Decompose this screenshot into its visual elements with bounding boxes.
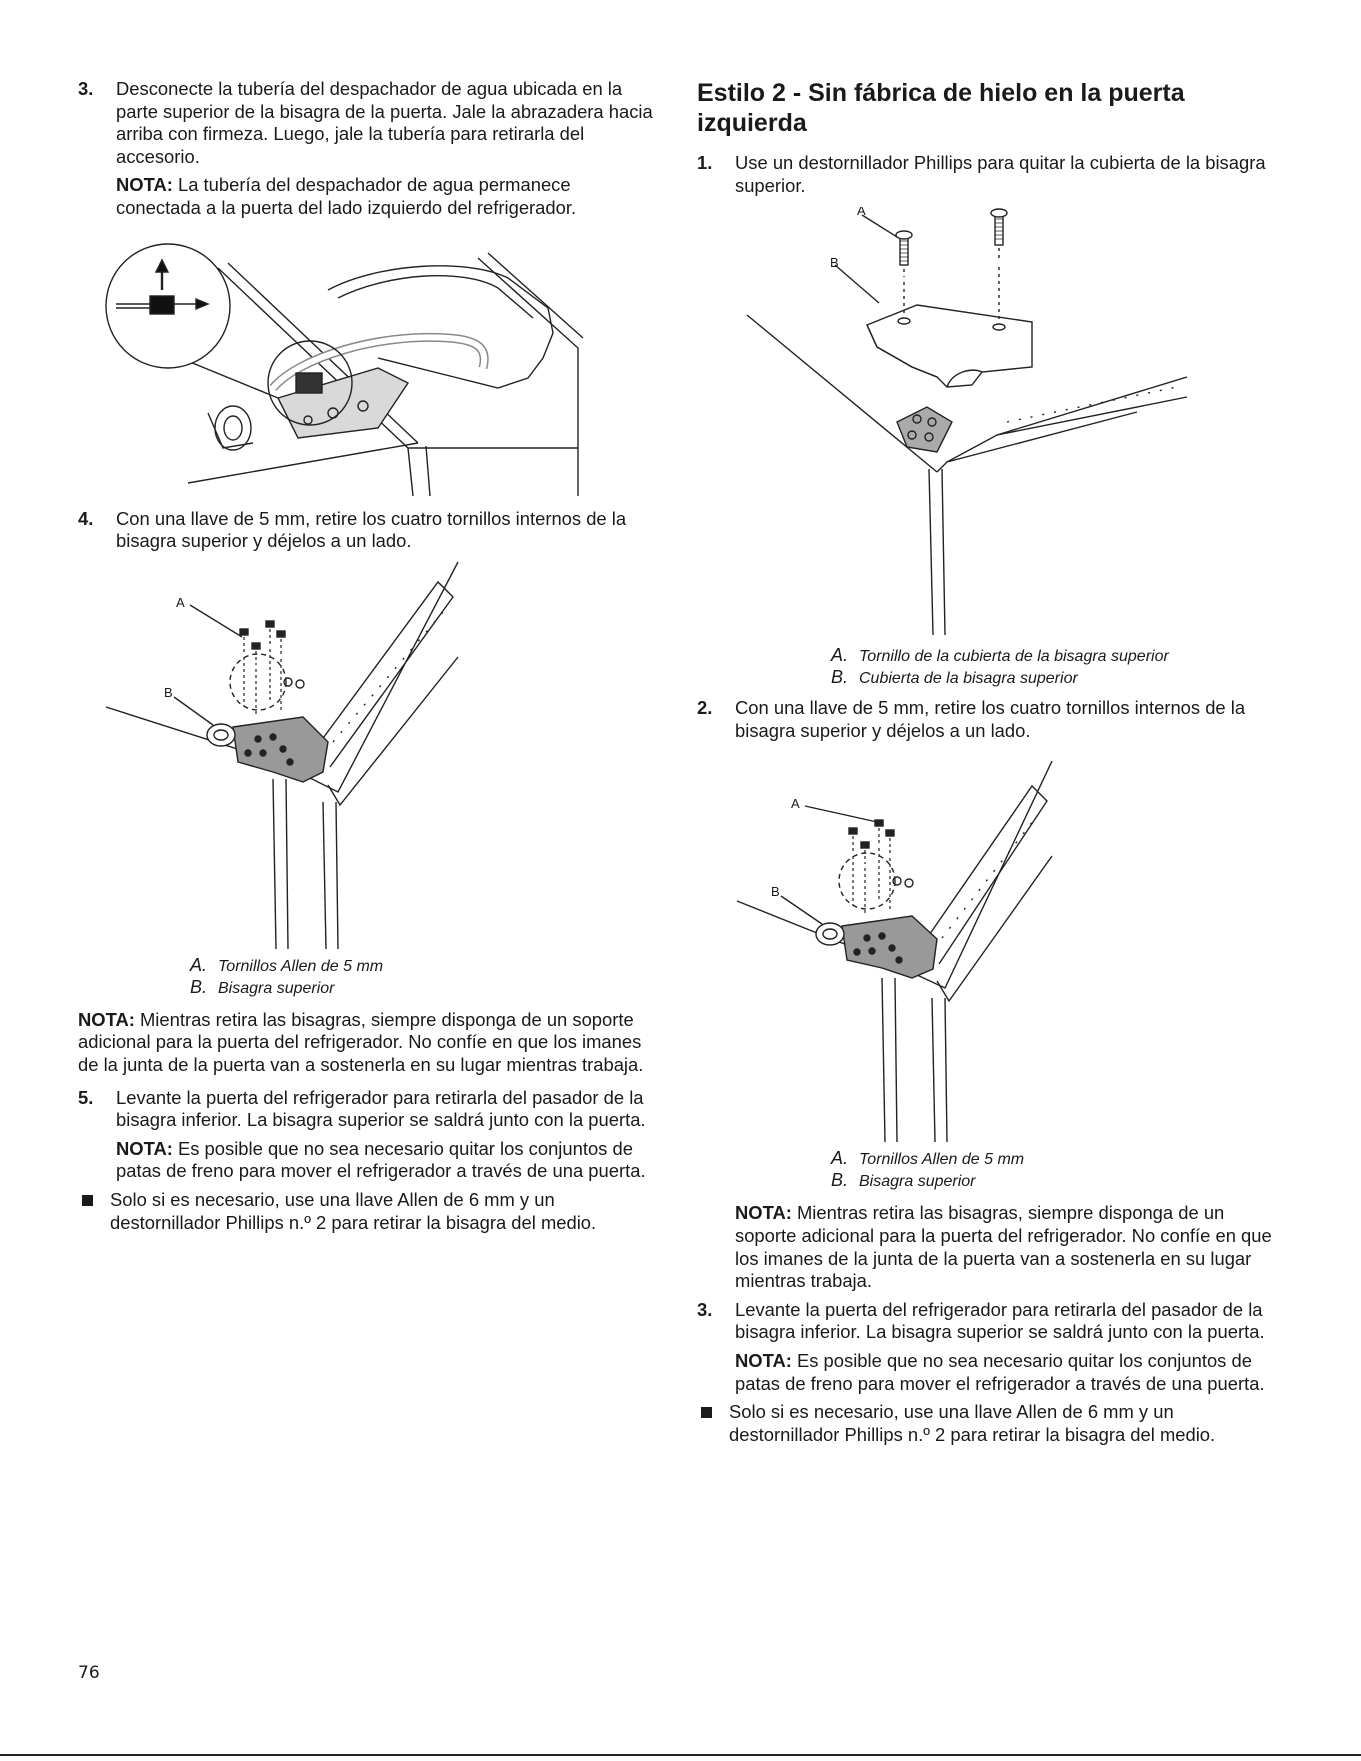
note-label: NOTA:	[735, 1349, 792, 1371]
hinge-screws-illustration: A B	[736, 761, 1053, 1143]
figure-hinge-screws-left: A B	[78, 557, 660, 949]
water-line-illustration	[105, 242, 584, 496]
figure-caption: A.Tornillo de la cubierta de la bisagra …	[697, 645, 1287, 689]
figure-caption: A.Tornillos Allen de 5 mm B.Bisagra supe…	[78, 955, 660, 999]
bullet-text: Solo si es necesario, use una llave Alle…	[110, 1188, 597, 1233]
note-label: NOTA:	[78, 1008, 135, 1030]
step-note: NOTA: Es posible que no sea necesario qu…	[116, 1138, 660, 1183]
note-text: La tubería del despachador de agua perma…	[116, 174, 577, 218]
step-note: NOTA: Es posible que no sea necesario qu…	[735, 1350, 1287, 1395]
step-3-lift-door: 3. Levante la puerta del refrigerador par…	[697, 1299, 1287, 1395]
figure-hinge-screws-right: A B	[697, 756, 1287, 1143]
hinge-support-note: NOTA: Mientras retira las bisagras, siem…	[78, 1009, 660, 1077]
figure-caption: A.Tornillos Allen de 5 mm B.Bisagra supe…	[697, 1148, 1287, 1192]
note-label: NOTA:	[116, 174, 173, 196]
fig-label-a: A	[857, 207, 866, 218]
note-text: Mientras retira las bisagras, siempre di…	[735, 1202, 1272, 1292]
hinge-screws-illustration: A B	[105, 561, 459, 949]
step-number: 4.	[78, 507, 94, 529]
left-column: 3. Desconecte la tubería del despachador …	[78, 78, 660, 1234]
figure-water-line-disconnect	[78, 238, 660, 496]
page-number: 76	[78, 1663, 100, 1683]
note-text: Es posible que no sea necesario quitar l…	[116, 1137, 646, 1182]
step-text: Con una llave de 5 mm, retire los cuatro…	[735, 697, 1246, 741]
right-column: Estilo 2 - Sin fábrica de hielo en la pu…	[697, 78, 1287, 1446]
hinge-cover-illustration: A B	[746, 207, 1188, 636]
caption-b: B.Cubierta de la bisagra superior	[831, 667, 1078, 688]
bullet-square-icon	[82, 1194, 93, 1206]
fig-label-b: B	[771, 884, 780, 899]
note-label: NOTA:	[735, 1202, 792, 1224]
bottom-rule	[0, 1754, 1361, 1756]
note-text: Es posible que no sea necesario quitar l…	[735, 1349, 1265, 1394]
fig-label-a: A	[176, 595, 185, 610]
caption-b: B.Bisagra superior	[190, 976, 335, 997]
figure-hinge-cover: A B	[697, 207, 1287, 636]
step-1-remove-cover: 1. Use un destornillador Phillips para qu…	[697, 152, 1287, 197]
caption-a: A.Tornillos Allen de 5 mm	[190, 954, 384, 975]
fig-label-b: B	[830, 255, 839, 270]
step-text: Desconecte la tubería del despachador de…	[116, 78, 653, 167]
step-number: 3.	[78, 78, 94, 99]
note-label: NOTA:	[116, 1137, 173, 1159]
bullet-middle-hinge: Solo si es necesario, use una llave Alle…	[78, 1189, 660, 1234]
step-text: Levante la puerta del refrigerador para …	[735, 1298, 1265, 1343]
step-3-disconnect-tubing: 3. Desconecte la tubería del despachador …	[78, 78, 660, 220]
caption-a: A.Tornillo de la cubierta de la bisagra …	[831, 645, 1169, 666]
fig-label-b: B	[164, 685, 173, 700]
caption-b: B.Bisagra superior	[831, 1170, 976, 1191]
step-note: NOTA: La tubería del despachador de agua…	[116, 174, 660, 219]
section-heading: Estilo 2 - Sin fábrica de hielo en la pu…	[697, 79, 1185, 137]
bullet-text: Solo si es necesario, use una llave Alle…	[729, 1401, 1216, 1445]
step-2-remove-screws: 2. Con una llave de 5 mm, retire los cuat…	[697, 697, 1287, 742]
step-number: 3.	[697, 1298, 713, 1320]
step-number: 1.	[697, 152, 713, 173]
note-text: Mientras retira las bisagras, siempre di…	[78, 1008, 644, 1075]
step-number: 2.	[697, 697, 713, 719]
fig-label-a: A	[791, 796, 800, 811]
step-5-lift-door: 5. Levante la puerta del refrigerador par…	[78, 1087, 660, 1183]
step-number: 5.	[78, 1086, 94, 1108]
step-text: Con una llave de 5 mm, retire los cuatro…	[116, 507, 627, 552]
step-text: Use un destornillador Phillips para quit…	[735, 152, 1266, 196]
caption-a: A.Tornillos Allen de 5 mm	[831, 1148, 1025, 1169]
hinge-support-note: NOTA: Mientras retira las bisagras, siem…	[697, 1202, 1287, 1292]
step-4-remove-screws: 4. Con una llave de 5 mm, retire los cuat…	[78, 508, 660, 553]
bullet-square-icon	[701, 1407, 712, 1419]
step-text: Levante la puerta del refrigerador para …	[116, 1086, 646, 1131]
bullet-middle-hinge: Solo si es necesario, use una llave Alle…	[697, 1401, 1287, 1446]
